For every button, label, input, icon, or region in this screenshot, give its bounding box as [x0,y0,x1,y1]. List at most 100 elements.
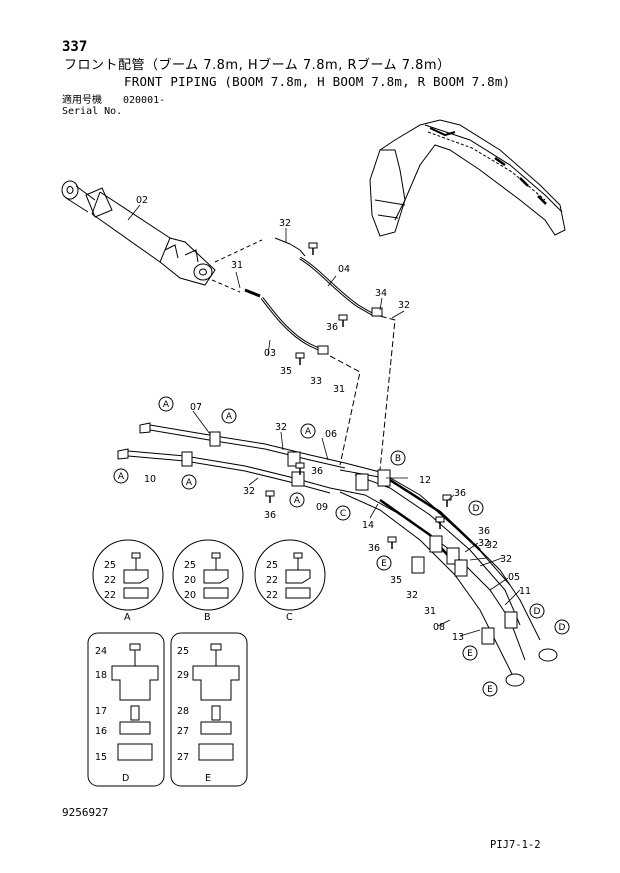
svg-text:A: A [226,412,233,422]
bolt-icon [295,352,305,366]
svg-text:A: A [118,472,125,482]
svg-text:D: D [559,623,566,633]
excavator-overview-icon [369,119,566,237]
title-japanese: フロント配管（ブーム 7.8m, Hブーム 7.8m, Rブーム 7.8m） [64,58,451,73]
callout-33: 33 [310,376,322,387]
svg-text:E: E [205,773,211,784]
svg-text:24: 24 [95,646,107,657]
callout-09: 09 [316,502,328,513]
callout-34: 34 [375,288,387,299]
pipe-clamps [117,422,558,687]
callout-32: 32 [500,554,512,565]
callout-12: 12 [419,475,431,486]
svg-text:C: C [286,612,293,623]
bolt-icon [387,536,397,550]
document-number: 9256927 [62,806,109,819]
svg-text:16: 16 [95,726,107,737]
serial-label-japanese: 適用号機 [62,95,102,106]
svg-text:15: 15 [95,752,107,763]
svg-text:22: 22 [266,590,278,601]
callout-32: 32 [398,300,410,311]
circled-letters: A A A A A A B C D D D E E E [118,400,566,695]
svg-text:D: D [534,607,541,617]
bolt-icon [265,490,275,504]
callout-14: 14 [362,520,374,531]
callout-07: 07 [190,402,202,413]
svg-text:D: D [473,504,480,514]
callout-10: 10 [144,474,156,485]
callout-31: 31 [231,260,243,271]
callout-36: 36 [311,466,323,477]
title-english: FRONT PIPING (BOOM 7.8m, H BOOM 7.8m, R … [124,74,511,89]
callout-numbers: 02 32 04 31 34 32 36 03 35 33 31 07 32 0… [136,195,531,643]
callout-32: 32 [275,422,287,433]
detail-d: 24 18 17 16 15 D [87,632,165,787]
svg-text:A: A [163,400,170,410]
svg-text:B: B [395,454,401,464]
callout-36: 36 [454,488,466,499]
svg-text:C: C [340,509,346,519]
callout-32: 32 [478,538,490,549]
svg-text:22: 22 [104,590,116,601]
svg-text:E: E [381,559,387,569]
callout-03: 03 [264,348,276,359]
callout-13: 13 [452,632,464,643]
serial-value: 020001- [123,95,166,106]
callout-36: 36 [264,510,276,521]
page-code: PIJ7-1-2 [490,839,541,851]
bolt-icon [435,516,445,530]
svg-text:20: 20 [184,575,196,586]
callout-35: 35 [390,575,402,586]
detail-a: 25 22 22 A [92,539,164,623]
callout-32: 32 [406,590,418,601]
svg-text:25: 25 [184,560,196,571]
bolt-icon [442,494,452,508]
svg-text:A: A [305,427,312,437]
svg-text:17: 17 [95,706,107,717]
callout-02: 02 [136,195,148,206]
svg-text:20: 20 [184,590,196,601]
circled-labels [113,396,570,697]
svg-text:25: 25 [177,646,189,657]
svg-text:29: 29 [177,670,189,681]
serial-label-english: Serial No. [62,106,123,117]
svg-text:D: D [122,773,129,784]
callout-11: 11 [519,586,531,597]
svg-text:A: A [294,496,301,506]
svg-text:B: B [204,612,211,623]
callout-04: 04 [338,264,350,275]
cylinder-hoses [211,237,396,471]
callout-32: 32 [279,218,291,229]
svg-text:25: 25 [266,560,278,571]
svg-text:18: 18 [95,670,107,681]
detail-b: 25 20 20 B [172,539,244,623]
svg-text:28: 28 [177,706,189,717]
boom-cylinder [61,180,216,286]
callout-36: 36 [326,322,338,333]
leader-lines [127,204,521,637]
callout-05: 05 [508,572,520,583]
svg-text:A: A [124,612,131,623]
bolt-icon [308,242,318,256]
svg-text:25: 25 [104,560,116,571]
callout-32: 32 [243,486,255,497]
detail-c: 25 22 22 C [254,539,326,623]
svg-text:22: 22 [266,575,278,586]
callout-35: 35 [280,366,292,377]
callout-31: 31 [424,606,436,617]
svg-text:22: 22 [104,575,116,586]
svg-text:27: 27 [177,752,189,763]
svg-text:E: E [487,685,493,695]
callout-08: 08 [433,622,445,633]
svg-text:A: A [186,478,193,488]
page-number: 337 [62,39,88,55]
callout-32: 32 [486,540,498,551]
bolt-icon [338,314,348,328]
callout-06: 06 [325,429,337,440]
callout-31: 31 [333,384,345,395]
page-header: 337 フロント配管（ブーム 7.8m, Hブーム 7.8m, Rブーム 7.8… [0,0,620,140]
detail-e: 25 29 28 27 27 E [170,632,248,787]
svg-text:E: E [467,649,473,659]
svg-text:27: 27 [177,726,189,737]
